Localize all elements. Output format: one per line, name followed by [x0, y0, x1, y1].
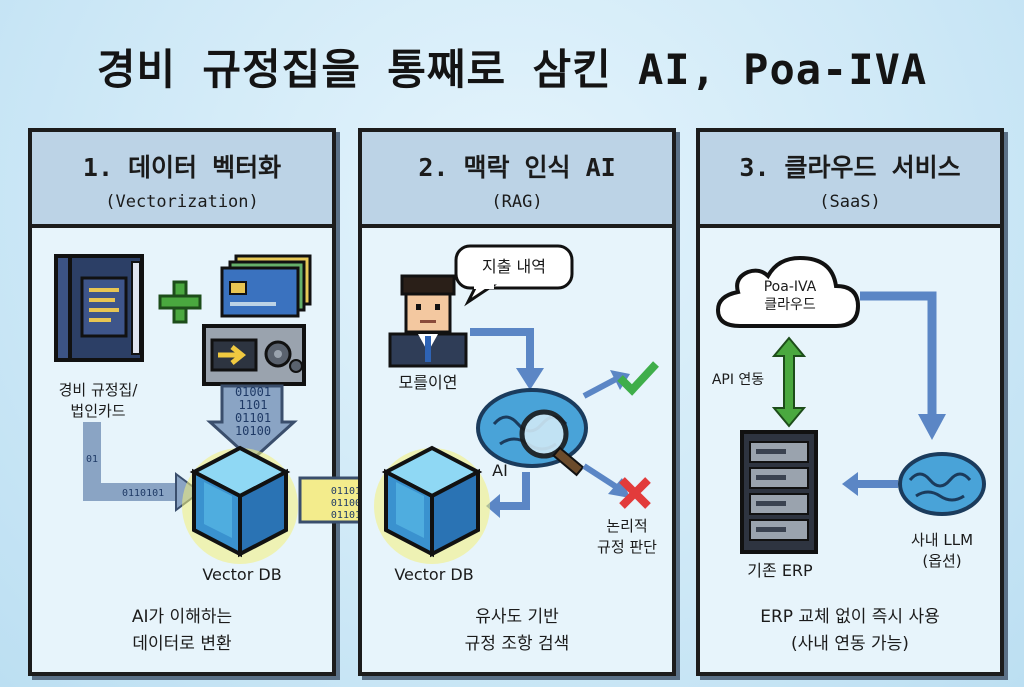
person-avatar — [388, 274, 468, 368]
api-sync-arrow — [771, 336, 807, 428]
panel-heading: 2. 맥락 인식 AI — [418, 153, 616, 182]
speech-bubble — [454, 244, 574, 307]
caption-line2: 데이터로 변환 — [132, 634, 232, 654]
llm-line1: 사내 LLM — [910, 531, 974, 549]
panel-caption: ERP 교체 없이 즉시 사용 (사내 연동 가능) — [700, 604, 1000, 658]
rulebook-label-line2: 법인카드 — [70, 402, 126, 420]
panel-subheading: (SaaS) — [819, 192, 881, 212]
link-bits-3: 01101001 — [331, 510, 379, 521]
link-bits-1: 01101001 — [331, 486, 379, 497]
ai-brain-icon — [476, 388, 588, 477]
credit-card-icon — [220, 254, 312, 318]
erp-label: 기존 ERP — [747, 561, 813, 580]
binary-line: 01101 — [234, 411, 272, 425]
logic-judge-label: 논리적 규정 판단 — [582, 516, 672, 558]
panel-header: 3. 클라우드 서비스 (SaaS) — [700, 132, 1000, 228]
panel-rag: 2. 맥락 인식 AI (RAG) 지출 내역 모를이연 AI — [358, 128, 676, 676]
panel-saas: 3. 클라우드 서비스 (SaaS) Poa-IVA 클라우드 API 연동 기… — [696, 128, 1004, 676]
caption-line1: 유사도 기반 — [475, 607, 559, 627]
caption-line2: 규정 조항 검색 — [464, 634, 570, 654]
page-title: 경비 규정집을 통째로 삼킨 AI, Poa-IVA — [96, 45, 928, 94]
query-arrow — [470, 328, 544, 390]
panel-caption: 유사도 기반 규정 조항 검색 — [362, 604, 672, 658]
panel-header: 2. 맥락 인식 AI (RAG) — [362, 132, 672, 228]
llm-line2: (옵션) — [922, 552, 962, 570]
llm-brain-icon — [898, 452, 986, 516]
svg-text:0110101: 0110101 — [122, 488, 164, 499]
cloud-icon — [715, 255, 861, 328]
binary-line: 1101 — [238, 398, 268, 412]
cloud-label: Poa-IVA 클라우드 — [730, 278, 850, 314]
rulebook-label-line1: 경비 규정집/ — [58, 381, 138, 399]
check-icon — [617, 361, 659, 396]
panel-vectorization: 1. 데이터 벡터화 (Vectorization) 경비 규정집/ 법인카드 — [28, 128, 336, 676]
person-label: 모를이연 — [398, 373, 458, 392]
panel-caption: AI가 이해하는 데이터로 변환 — [32, 604, 332, 658]
plus-icon — [158, 280, 202, 324]
rulebook-label: 경비 규정집/ 법인카드 — [38, 380, 158, 422]
converter-machine-icon — [202, 324, 306, 386]
vector-db-label: Vector DB — [202, 565, 282, 584]
vector-db-icon — [182, 445, 298, 564]
cross-icon — [619, 477, 651, 509]
binary-down-arrow — [206, 384, 298, 463]
vector-db-icon — [374, 445, 490, 564]
caption-line1: AI가 이해하는 — [131, 607, 233, 627]
judge-line1: 논리적 — [606, 517, 648, 535]
panel-heading: 1. 데이터 벡터화 — [82, 153, 282, 182]
panel-header: 1. 데이터 벡터화 (Vectorization) — [32, 132, 332, 228]
api-label: API 연동 — [711, 372, 765, 388]
panel-subheading: (Vectorization) — [105, 192, 259, 212]
binary-line: 10100 — [234, 424, 272, 438]
erp-server-icon — [740, 430, 818, 554]
ai-label: AI — [492, 461, 508, 480]
link-bits-2: 01100100 — [331, 498, 379, 509]
llm-label: 사내 LLM (옵션) — [888, 530, 996, 572]
caption-line1: ERP 교체 없이 즉시 사용 — [760, 607, 940, 627]
panel-subheading: (RAG) — [491, 192, 543, 212]
vector-db-label: Vector DB — [394, 565, 474, 584]
binary-stream: 01001 1101 01101 10100 — [228, 386, 278, 438]
svg-text:01: 01 — [86, 454, 98, 465]
judge-line2: 규정 판단 — [597, 538, 657, 556]
llm-to-erp-arrow — [842, 472, 898, 496]
binary-line: 01001 — [234, 385, 272, 399]
panel-heading: 3. 클라우드 서비스 — [739, 153, 961, 182]
rulebook-icon — [54, 254, 144, 362]
reject-arrow — [582, 463, 630, 498]
retrieve-arrow — [486, 472, 530, 518]
speech-text: 지출 내역 — [482, 257, 546, 276]
cloud-to-llm-arrow — [860, 291, 946, 440]
cloud-line1: Poa-IVA — [763, 279, 817, 295]
cloud-line2: 클라우드 — [764, 297, 816, 313]
caption-line2: (사내 연동 가능) — [791, 634, 909, 654]
